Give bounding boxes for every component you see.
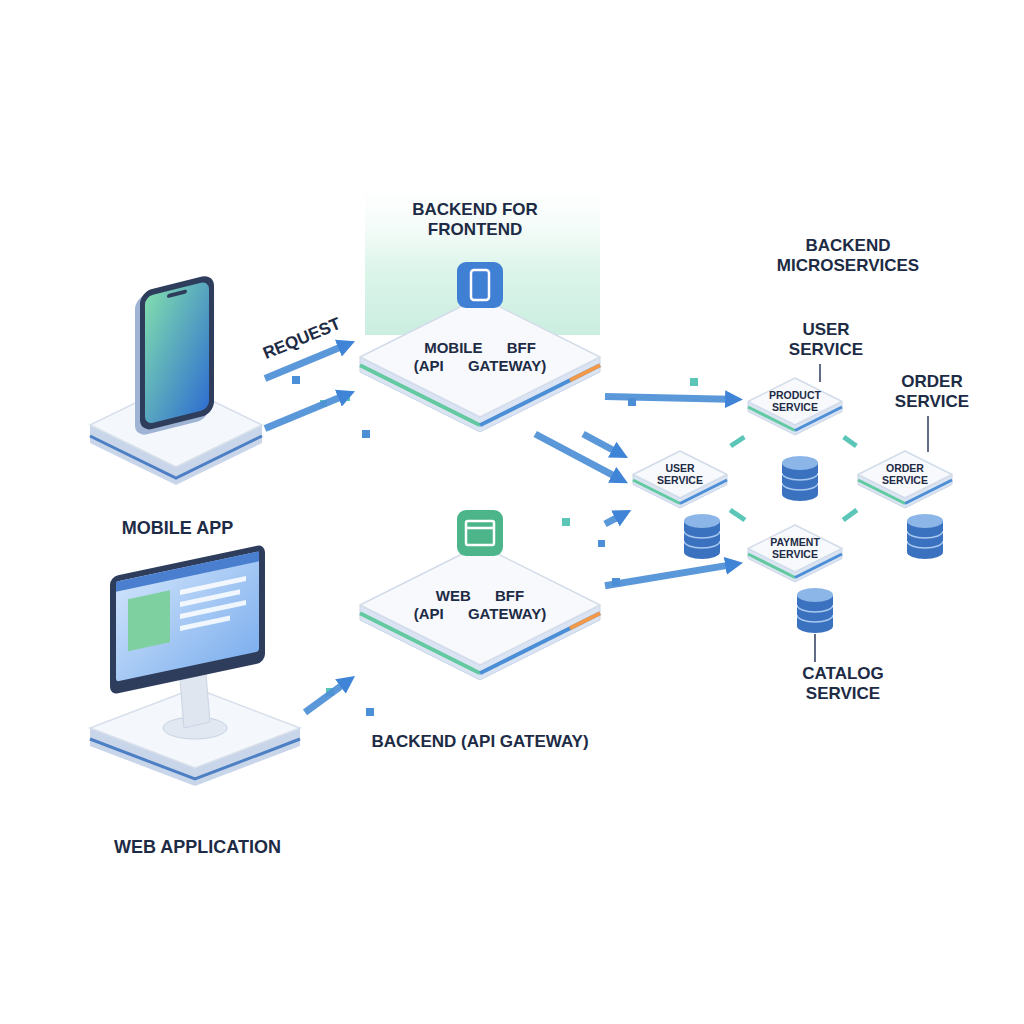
screen-block	[128, 590, 170, 651]
request-arrow	[305, 684, 344, 712]
data-packet	[366, 708, 374, 716]
service-link	[731, 437, 745, 446]
data-packet	[612, 578, 620, 586]
node-title: ORDER SERVICE	[867, 462, 943, 487]
request-arrow	[605, 397, 729, 400]
section-label: USER SERVICE	[776, 320, 876, 360]
node-title: USER SERVICE	[642, 462, 718, 487]
web-icon	[457, 510, 503, 556]
client-device: MOBILE APP	[90, 270, 265, 480]
leader-line	[927, 416, 929, 452]
service-box	[748, 378, 842, 425]
gateway-node: WEB BFF (API GATEWAY)BACKEND (API GATEWA…	[355, 510, 605, 682]
database-icon	[684, 514, 720, 559]
data-packet	[628, 398, 636, 406]
service-box	[858, 451, 952, 498]
data-packet	[343, 394, 350, 401]
browser-glyph	[466, 527, 494, 530]
service-node: ORDER SERVICE	[853, 446, 957, 510]
section-label: CATALOG SERVICE	[788, 664, 898, 704]
data-packet	[292, 376, 300, 384]
node-caption: BACKEND (API GATEWAY)	[355, 732, 605, 752]
section-label: ORDER SERVICE	[882, 372, 982, 412]
data-packet	[326, 688, 334, 696]
gateway-box	[360, 297, 600, 417]
database-icon	[782, 456, 818, 501]
request-arrow	[265, 397, 342, 429]
node-title: PRODUCT SERVICE	[757, 389, 833, 414]
node-title: MOBILE BFF (API GATEWAY)	[410, 339, 550, 374]
service-link	[844, 437, 857, 446]
leader-line	[814, 634, 816, 662]
service-link	[730, 510, 745, 520]
data-packet	[598, 540, 605, 547]
monitor-frame	[110, 544, 265, 695]
request-arrow	[605, 517, 619, 524]
screen-line	[180, 615, 230, 631]
section-label: BACKEND FOR FRONTEND	[400, 200, 550, 240]
node-title: PAYMENT SERVICE	[757, 536, 833, 561]
monitor-illustration	[110, 544, 265, 695]
request-arrow	[535, 434, 615, 477]
service-node: PAYMENT SERVICE	[743, 520, 847, 584]
database-icon	[907, 514, 943, 559]
phone-glyph	[471, 270, 489, 300]
node-title: WEB BFF (API GATEWAY)	[410, 587, 550, 622]
data-packet	[562, 518, 570, 526]
gateway-node: MOBILE BFF (API GATEWAY)	[355, 262, 605, 434]
section-label: BACKEND MICROSERVICES	[763, 236, 933, 276]
gateway-box	[360, 545, 600, 665]
client-device: WEB APPLICATION	[90, 540, 305, 780]
data-packet	[362, 430, 370, 438]
screen-line	[180, 600, 246, 619]
service-link	[843, 510, 857, 520]
database-icon	[797, 588, 833, 633]
device-caption: WEB APPLICATION	[90, 837, 305, 858]
monitor-stand	[180, 674, 210, 728]
phone-body	[140, 274, 214, 432]
mobile-icon	[457, 262, 503, 308]
data-packet	[320, 400, 327, 407]
phone-notch	[167, 289, 187, 298]
phone-screen	[145, 281, 209, 425]
device-caption: MOBILE APP	[90, 518, 265, 539]
monitor-screen	[116, 551, 259, 681]
request-arrow	[583, 434, 616, 452]
phone-illustration	[135, 274, 214, 438]
data-packet	[690, 378, 698, 386]
edge-label: REQUEST	[260, 315, 344, 365]
leader-line	[819, 364, 821, 382]
service-node: USER SERVICE	[628, 446, 732, 510]
service-box	[748, 525, 842, 572]
service-box	[633, 451, 727, 498]
service-node: PRODUCT SERVICE	[743, 373, 847, 437]
browser-glyph	[466, 521, 494, 545]
browser-bar	[116, 551, 259, 591]
request-arrow	[605, 565, 729, 586]
